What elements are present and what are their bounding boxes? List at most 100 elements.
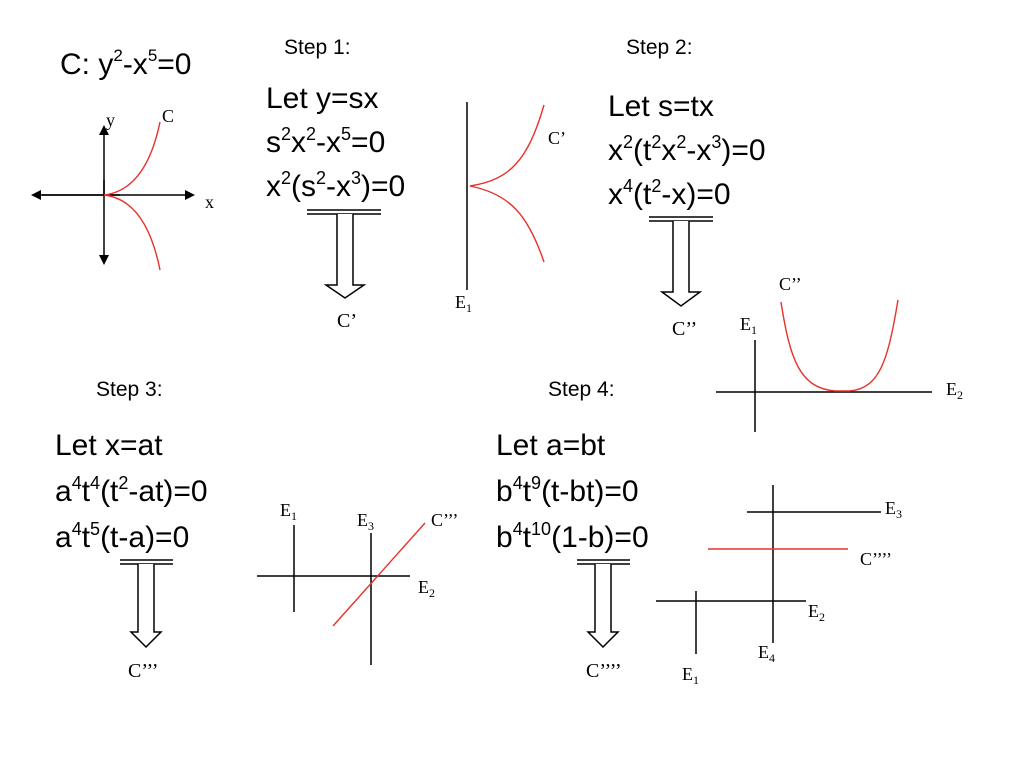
step2-result-label: C’’ xyxy=(672,318,698,340)
eq-text: t xyxy=(522,521,532,554)
eq-exponent: 2 xyxy=(281,168,292,188)
step4-line1: Let a=bt xyxy=(496,429,606,462)
e1-label: E1 xyxy=(740,314,757,336)
eq-text: x xyxy=(608,178,623,211)
eq-exponent: 4 xyxy=(623,176,634,196)
y-axis-label: y xyxy=(106,110,115,130)
step2-figure xyxy=(716,299,932,432)
eq-exponent: 2 xyxy=(651,132,662,152)
eq-text: )=0 xyxy=(361,170,406,203)
eq-exponent: 4 xyxy=(512,473,523,493)
e4-label: E4 xyxy=(758,642,775,664)
eq-text: (t-bt)=0 xyxy=(541,475,639,508)
c-triple-prime-line xyxy=(332,522,426,627)
step4-heading: Step 4: xyxy=(548,378,615,401)
eq-text: -x)=0 xyxy=(661,178,731,211)
step3-line2: a4t4(t2-at)=0 xyxy=(55,473,208,511)
e-letter: E xyxy=(740,314,751,334)
step4-arrow xyxy=(577,559,630,649)
eq-exponent: 2 xyxy=(118,473,129,493)
e3-label: E3 xyxy=(357,510,374,533)
step2-line2: x2(t2x2-x3)=0 xyxy=(608,132,766,170)
eq-part: =0 xyxy=(157,48,192,81)
cusp-curve-upper xyxy=(103,121,161,196)
x-axis-label: x xyxy=(205,192,214,212)
e-letter: E xyxy=(418,577,429,597)
step1-line3: x2(s2-x3)=0 xyxy=(266,168,405,206)
e1-label: E1 xyxy=(455,292,472,315)
eq-exponent: 2 xyxy=(306,124,317,144)
step1-line2: s2x2-x5=0 xyxy=(266,124,385,162)
step1-figure xyxy=(466,102,545,290)
eq-part: C: y xyxy=(60,48,114,81)
eq-text: -x xyxy=(326,170,352,203)
eq-text: (1-b)=0 xyxy=(551,521,649,554)
step2-arrow xyxy=(649,216,713,307)
c-quad-prime-label: C’’’’ xyxy=(860,549,892,569)
e-index: 2 xyxy=(819,610,825,624)
e2-label: E2 xyxy=(946,379,963,402)
original-curve-plot xyxy=(31,121,195,271)
e-index: 3 xyxy=(368,519,374,533)
step3-line3: a4t5(t-a)=0 xyxy=(55,519,189,557)
e-letter: E xyxy=(885,498,896,518)
eq-text: x xyxy=(608,134,623,167)
step2-line3: x4(t2-x)=0 xyxy=(608,176,731,214)
e-letter: E xyxy=(682,664,693,684)
step4-line3: b4t10(1-b)=0 xyxy=(496,519,649,557)
eq-text: (s xyxy=(291,170,317,203)
eq-text: a xyxy=(55,521,72,554)
step3-result-label: C’’’ xyxy=(128,660,159,682)
eq-exponent: 4 xyxy=(71,473,82,493)
step2-line1: Let s=tx xyxy=(608,90,714,123)
eq-exponent: 2 xyxy=(623,132,634,152)
c-double-prime-label: C’’ xyxy=(779,274,802,294)
eq-text: (t xyxy=(633,134,652,167)
curve-c-label: C xyxy=(162,106,175,126)
cusp-curve-lower xyxy=(103,194,161,271)
step1-heading: Step 1: xyxy=(284,36,351,59)
step3-line1: Let x=at xyxy=(55,429,163,462)
eq-exponent: 4 xyxy=(71,519,82,539)
step1-arrow xyxy=(307,209,381,299)
eq-exponent: 2 xyxy=(281,124,292,144)
eq-text: x xyxy=(266,170,281,203)
e-letter: E xyxy=(946,379,957,399)
eq-text: b xyxy=(496,521,513,554)
eq-text: s xyxy=(266,126,281,159)
eq-part: -x xyxy=(122,48,148,81)
step1-line1: Let y=sx xyxy=(266,82,379,115)
eq-exp: 2 xyxy=(113,46,123,65)
step4-line2: b4t9(t-bt)=0 xyxy=(496,473,639,511)
c-prime-lower xyxy=(469,185,545,263)
step3-figure xyxy=(257,522,426,665)
e-letter: E xyxy=(808,601,819,621)
eq-text: -x xyxy=(316,126,342,159)
e-letter: E xyxy=(280,500,291,520)
e1-label: E1 xyxy=(682,664,699,686)
eq-exponent: 2 xyxy=(651,176,662,196)
eq-exponent: 4 xyxy=(512,519,523,539)
eq-text: -x xyxy=(686,134,712,167)
e-index: 1 xyxy=(291,509,297,523)
e2-label: E2 xyxy=(808,601,825,624)
eq-exponent: 2 xyxy=(316,168,327,188)
eq-exp: 5 xyxy=(147,46,158,65)
eq-text: =0 xyxy=(351,126,386,159)
e-letter: E xyxy=(357,510,368,530)
e3-label: E3 xyxy=(885,498,902,520)
eq-text: t xyxy=(522,475,532,508)
eq-text: x xyxy=(291,126,307,159)
e-index: 1 xyxy=(466,301,472,315)
eq-text: b xyxy=(496,475,513,508)
step4-figure xyxy=(656,485,881,654)
eq-exponent: 3 xyxy=(351,168,362,188)
eq-exponent: 5 xyxy=(341,124,352,144)
eq-text: (t xyxy=(100,475,119,508)
e-index: 2 xyxy=(957,388,963,402)
eq-exponent: 4 xyxy=(90,473,101,493)
eq-exponent: 2 xyxy=(676,132,687,152)
e-letter: E xyxy=(455,292,466,312)
c-triple-prime-label: C’’’ xyxy=(431,510,459,530)
eq-text: x xyxy=(661,134,677,167)
